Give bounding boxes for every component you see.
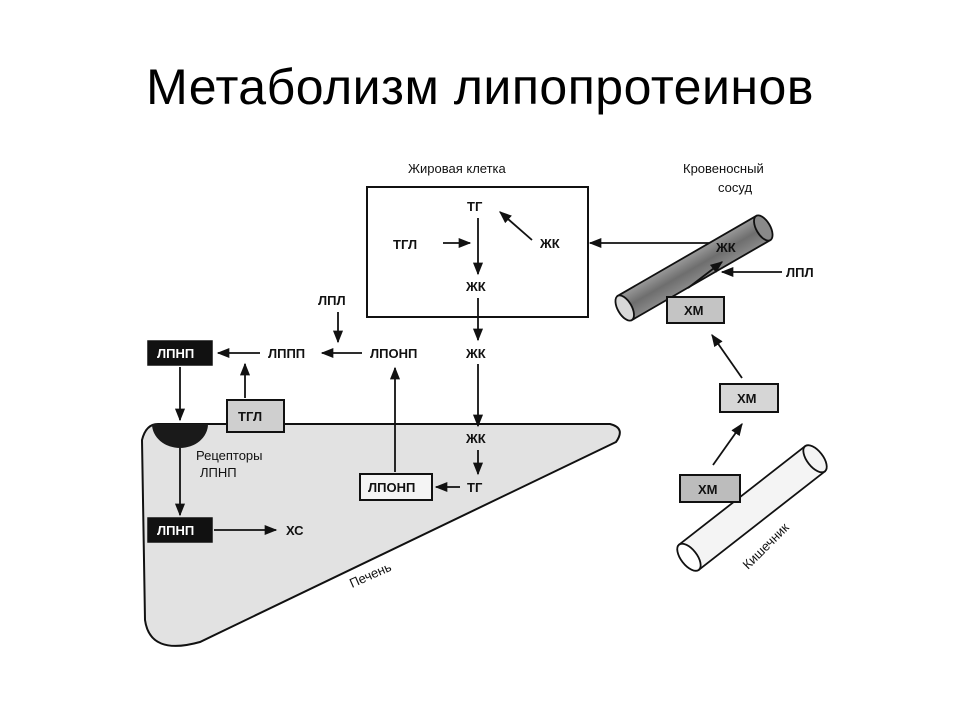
page-title: Метаболизм липопротеинов — [146, 59, 814, 115]
middle-lpl: ЛПЛ — [318, 293, 346, 308]
vessel-caption-2: сосуд — [718, 180, 752, 195]
ldl-inner: ЛПНП — [157, 523, 194, 538]
receptors-label-1: Рецепторы — [196, 448, 263, 463]
vldl-box — [359, 473, 433, 501]
fat-cell-fa-right: ЖК — [539, 236, 560, 251]
intestine-chylomicron-mid: ХМ — [737, 391, 757, 406]
intestine-chylomicron-low-box — [679, 474, 741, 503]
liver-shape — [140, 423, 621, 647]
vldl-label: ЛПОНП — [370, 346, 417, 361]
idl-label: ЛППП — [268, 346, 305, 361]
intestine-chylomicron-low: ХМ — [698, 482, 718, 497]
intestine-chylomicron-mid-box — [719, 383, 779, 413]
ldl-top: ЛПНП — [157, 346, 194, 361]
fat-cell-fa-center: ЖК — [465, 279, 486, 294]
middle-tgl: ТГЛ — [238, 409, 262, 424]
receptors-label-2: ЛПНП — [200, 465, 237, 480]
ldl-top-box — [147, 340, 213, 366]
middle-fa-2: ЖК — [465, 431, 486, 446]
vldl-inner: ЛПОНП — [368, 480, 415, 495]
cholesterol-label: ХС — [286, 523, 304, 538]
vessel-fa: ЖК — [715, 240, 736, 255]
fat-cell-caption: Жировая клетка — [408, 161, 507, 176]
liver-tg: ТГ — [467, 480, 483, 495]
blood-vessel-shape — [614, 214, 774, 322]
middle-fa-1: ЖК — [465, 346, 486, 361]
intestine-shape — [676, 444, 828, 572]
fat-cell-tgl: ТГЛ — [393, 237, 417, 252]
vessel-chylomicron-box — [666, 296, 725, 324]
vessel-caption-1: Кровеносный — [683, 161, 764, 176]
middle-tgl-box — [226, 399, 285, 433]
vessel-lpl: ЛПЛ — [786, 265, 814, 280]
fat-cell-tg: ТГ — [467, 199, 483, 214]
ldl-inner-box — [147, 517, 213, 543]
ldl-receptor-shape — [152, 424, 208, 448]
vessel-chylomicron: ХМ — [684, 303, 704, 318]
